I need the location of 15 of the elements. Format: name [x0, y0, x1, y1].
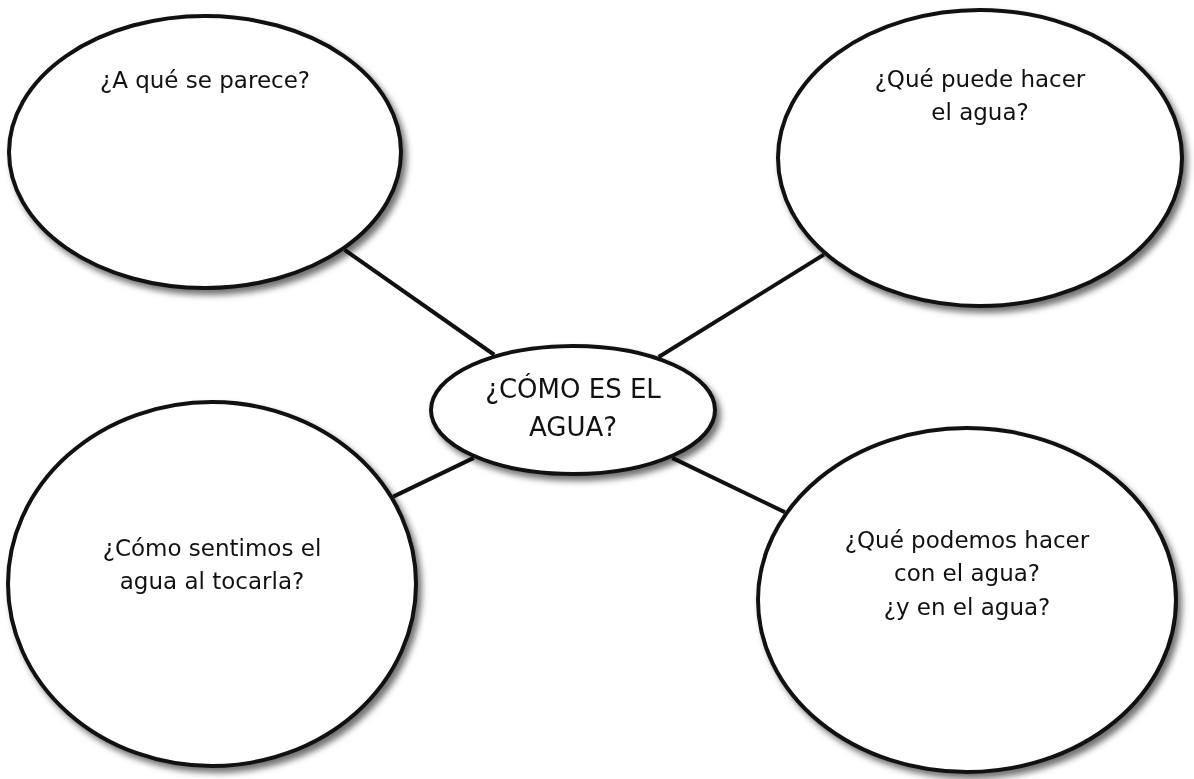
question-text: ¿Qué podemos hacer con el agua? — [843, 526, 1091, 589]
connector-line — [392, 456, 475, 499]
connector-line — [657, 252, 825, 359]
question-text: ¿Qué puede hacer el agua? — [873, 65, 1087, 128]
question-text: ¿A qué se parece? — [98, 66, 312, 95]
connector-line — [343, 248, 496, 357]
question-text: ¿Cómo sentimos el agua al tocarla? — [101, 534, 323, 597]
ellipse-node — [776, 8, 1184, 308]
ellipse-node — [6, 400, 418, 768]
question-text: ¿CÓMO ES EL AGUA? — [484, 372, 662, 444]
ellipse-node — [7, 14, 403, 290]
ellipse-node — [429, 344, 717, 476]
connector-line — [671, 456, 786, 514]
ellipse-node — [756, 426, 1178, 774]
question-text: ¿y en el agua? — [882, 592, 1052, 622]
